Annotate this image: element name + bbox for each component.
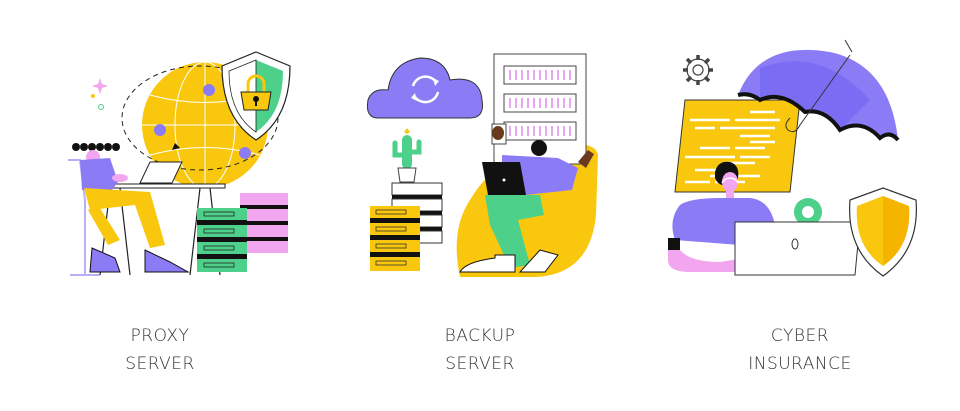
server-stack-green bbox=[197, 208, 247, 272]
person-at-laptop bbox=[668, 161, 861, 276]
caption-backup-server: BACKUP SERVER bbox=[320, 322, 640, 378]
code-window bbox=[674, 99, 801, 193]
caption-line-1: PROXY bbox=[130, 326, 190, 346]
panel-backup-server: BACKUP SERVER bbox=[320, 0, 640, 411]
server-stack-pink bbox=[240, 193, 288, 253]
caption-line-2: SERVER bbox=[125, 354, 195, 374]
cactus-plant bbox=[392, 128, 422, 183]
gear-green-icon bbox=[794, 198, 822, 226]
cloud-sync-icon bbox=[367, 57, 483, 119]
caption-line-1: BACKUP bbox=[444, 326, 516, 346]
cyber-insurance-illustration bbox=[668, 39, 917, 277]
caption-line-1: CYBER bbox=[770, 326, 830, 346]
gear-icon bbox=[683, 55, 713, 85]
shield-icon bbox=[849, 187, 917, 277]
panel-cyber-insurance: CYBER INSURANCE bbox=[640, 0, 960, 411]
caption-line-2: SERVER bbox=[445, 354, 515, 374]
shield-lock-icon bbox=[221, 51, 291, 141]
umbrella-icon bbox=[737, 39, 900, 142]
person-with-laptop bbox=[459, 123, 594, 273]
caption-line-2: INSURANCE bbox=[748, 354, 852, 374]
caption-cyber-insurance: CYBER INSURANCE bbox=[640, 322, 960, 378]
backup-server-illustration bbox=[367, 53, 598, 277]
server-stack-yellow bbox=[370, 206, 420, 271]
sparkle-icon bbox=[91, 78, 108, 110]
panel-proxy-server: PROXY SERVER bbox=[0, 0, 320, 411]
caption-proxy-server: PROXY SERVER bbox=[0, 322, 320, 378]
person-at-laptop bbox=[72, 143, 190, 273]
proxy-server-illustration bbox=[68, 51, 291, 276]
